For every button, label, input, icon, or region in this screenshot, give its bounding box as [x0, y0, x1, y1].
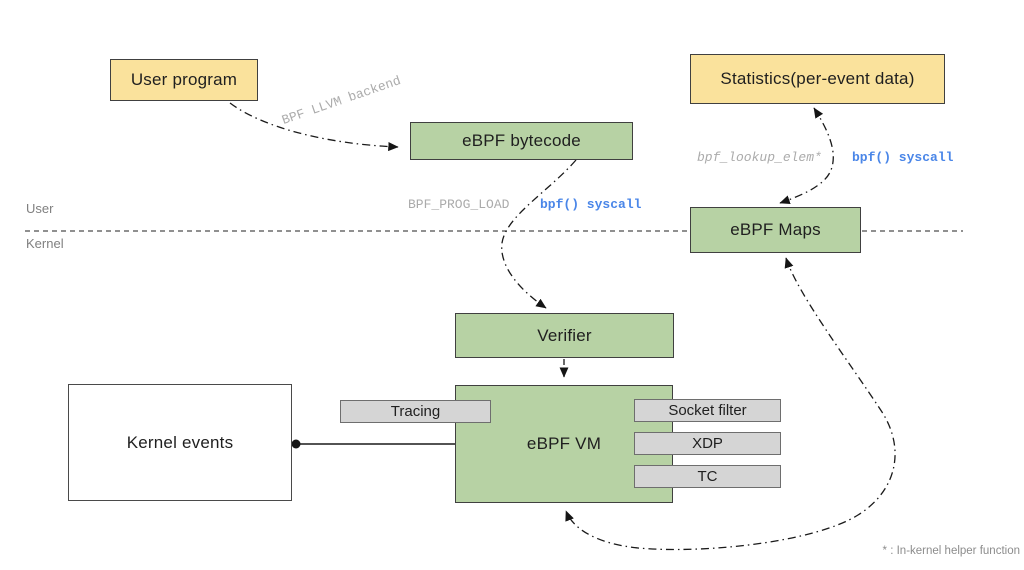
connector-endpoint-dot	[291, 439, 301, 449]
arrow-user-program-to-bytecode	[229, 102, 399, 152]
kernel-events-box: Kernel events	[68, 384, 292, 501]
ebpf-bytecode-box: eBPF bytecode	[410, 122, 633, 160]
arrow-vm-to-maps	[565, 257, 896, 551]
kernel-space-label: Kernel	[26, 236, 64, 251]
bpf-syscall-lookup-label: bpf() syscall	[852, 150, 954, 165]
prog-load-label: BPF_PROG_LOAD	[408, 197, 510, 212]
bpf-syscall-load-label: bpf() syscall	[540, 197, 642, 212]
arrow-maps-to-statistics	[779, 107, 834, 205]
tracing-chip: Tracing	[340, 400, 491, 423]
socket-filter-chip: Socket filter	[634, 399, 781, 422]
helper-function-footnote: * : In-kernel helper function	[882, 545, 1020, 557]
tc-chip: TC	[634, 465, 781, 488]
statistics-box: Statistics(per-event data)	[690, 54, 945, 104]
ebpf-maps-box: eBPF Maps	[690, 207, 861, 253]
verifier-box: Verifier	[455, 313, 674, 358]
arrow-bytecode-to-verifier	[501, 159, 577, 309]
lookup-elem-label: bpf_lookup_elem*	[697, 150, 822, 165]
user-program-box: User program	[110, 59, 258, 101]
xdp-chip: XDP	[634, 432, 781, 455]
user-space-label: User	[26, 201, 54, 216]
